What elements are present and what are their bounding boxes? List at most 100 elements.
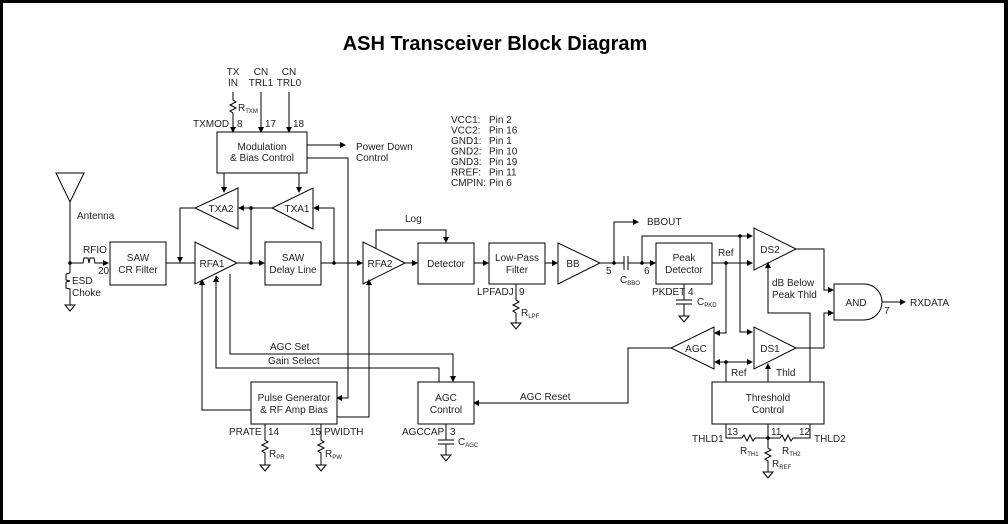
r-lpf-resistor [511,284,521,323]
ds2-comparator [753,227,798,271]
pin-lpfadj-label: LPFADJ [477,287,514,298]
and-label: AND [845,298,866,309]
detector-label: Detector [427,259,465,270]
gain-select-wire [215,275,440,382]
log-label: Log [405,214,422,225]
lpf-label-2: Filter [506,265,529,276]
c-agc-label: CAGC [458,437,479,449]
c-pkd-label: CPKD [697,297,717,309]
ground-icon [761,471,775,479]
pulse-gen-label-2: & RF Amp Bias [260,405,328,416]
r-pr-label: RPR [269,449,285,461]
low-pass-filter-block [488,242,546,285]
pulse-to-rfa2-wire [337,279,372,418]
pin-13: 13 [727,427,739,438]
r-ref-resistor [763,438,773,472]
pin-table-name: CMPIN: [451,178,486,189]
power-down-label-2: Control [356,153,388,164]
data-to-ds1-wire [739,236,753,335]
mod-to-pulse-wire [307,157,349,401]
pin-table-name: GND3: [451,157,482,168]
pin-12: 12 [799,427,811,438]
pin-table-value: Pin 16 [489,126,518,137]
peak-label-1: Peak [673,253,697,264]
power-down-label-1: Power Down [356,142,413,153]
esd-choke [65,272,71,300]
pulse-to-rfa1-wire [199,279,251,411]
agc-control-block [417,381,475,425]
txa2-label: TXA2 [208,204,233,215]
pin-18: 18 [293,119,305,130]
agc-set-wire [229,274,456,382]
pulse-gen-label-1: Pulse Generator [258,393,331,404]
pin-table-value: Pin 6 [489,178,512,189]
pin-prate-label: PRATE [229,427,262,438]
antenna-icon [55,172,85,204]
ds1-comparator [753,326,798,370]
agc-control-label-1: AGC [435,393,457,404]
pin-6: 6 [644,266,650,277]
pulse-generator-block [250,381,338,425]
detector-block [417,242,475,285]
antenna-label: Antenna [77,211,115,222]
bb-amplifier [557,242,602,285]
r-th2-label: RTH2 [782,446,801,458]
pin-table-name: VCC1: [451,115,480,126]
log-wire [375,229,449,248]
modulation-bias-label-1: Modulation [238,142,287,153]
pin-table-value: Pin 2 [489,115,512,126]
pin-14: 14 [268,427,280,438]
ground-icon [677,315,691,323]
svg-text:CN: CN [282,67,296,78]
r-ref-label: RREF [772,459,792,471]
saw-delay-label-1: SAW [282,253,305,264]
svg-text:IN: IN [228,78,238,89]
bb-label: BB [566,259,580,270]
rfa2-label: RFA2 [367,259,392,270]
pin-table-name: GND1: [451,136,482,147]
threshold-label-1: Threshold [746,393,790,404]
pin-txmod-label: TXMOD [193,119,229,130]
svg-text:TX: TX [227,67,240,78]
db-below-label-2: Peak Thld [772,290,817,301]
esd-label-2: Choke [72,288,101,299]
data-to-ds2-wire [641,233,753,263]
agc-amp-label: AGC [685,344,707,355]
lpf-label-1: Low-Pass [495,253,539,264]
ground-icon [314,464,328,472]
agc-reset-label: AGC Reset [520,392,571,403]
bbout-wire [613,219,639,263]
pin-pkdet-label: PKDET [652,287,685,298]
thld-label: Thld [776,368,795,379]
and-gate [833,283,883,321]
saw-delay-label-2: Delay Line [269,265,317,276]
agc-control-label-2: Control [430,405,462,416]
modulation-bias-label-2: & Bias Control [230,153,294,164]
rfa1-label: RFA1 [199,259,224,270]
pin-8: 8 [237,119,243,130]
pin-table-value: Pin 11 [489,168,517,179]
pin-15: 15 [310,427,322,438]
pin-11: 11 [771,427,782,438]
pin-4: 4 [688,287,694,298]
db-below-label-1: dB Below [772,278,815,289]
pin-5: 5 [606,266,612,277]
tx-in-label: TX IN [227,67,240,89]
pin-table-name: RREF: [451,168,481,179]
pin-pwidth-label: PWIDTH [324,427,363,438]
ground-icon [509,322,523,330]
r-txm-resistor [228,92,238,133]
r-lpf-label: RLPF [521,308,540,320]
agc-reset-wire [473,347,671,406]
svg-text:TRL1: TRL1 [249,78,274,89]
r-th1-label: RTH1 [740,446,759,458]
rxdata-label: RXDATA [910,298,949,309]
threshold-label-2: Control [752,405,784,416]
saw-cr-label-1: SAW [127,253,150,264]
rfa1-amplifier [194,241,239,285]
ds2-to-and-wire [796,248,834,293]
ds1-label: DS1 [760,344,780,355]
modulation-bias-control-block [216,131,308,174]
